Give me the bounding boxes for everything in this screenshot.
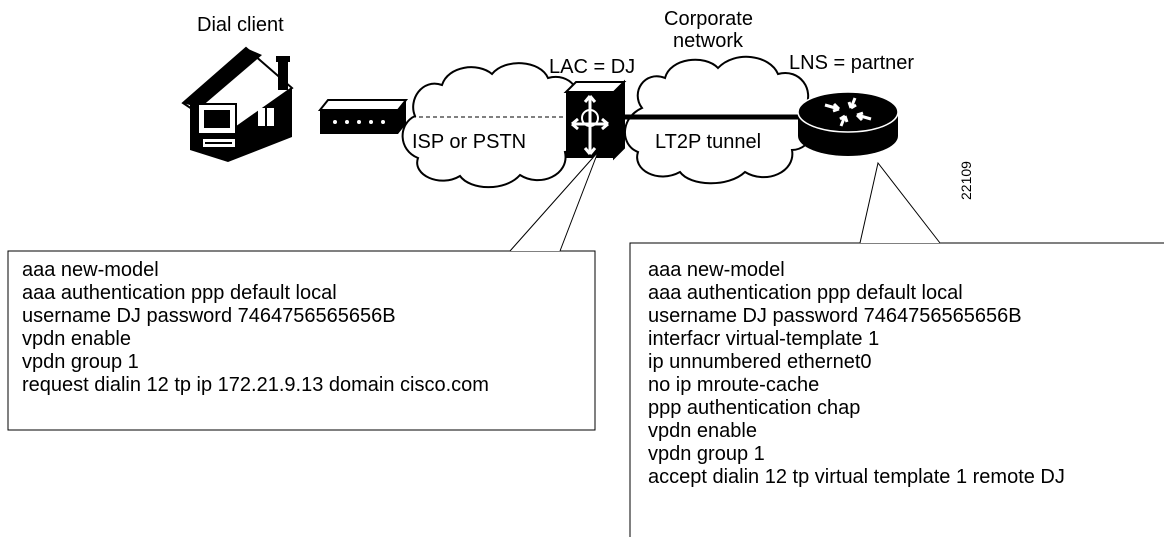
- lns-config-line: accept dialin 12 tp virtual template 1 r…: [648, 466, 1065, 488]
- lns-config-line: aaa authentication ppp default local: [648, 282, 963, 304]
- lac-switch-icon: [563, 79, 627, 161]
- lns-config-line: ppp authentication chap: [648, 397, 861, 419]
- lac-config-line: vpdn enable: [22, 328, 131, 350]
- lns-config-line: vpdn group 1: [648, 443, 765, 465]
- corporate-cloud: [624, 55, 815, 185]
- lns-router-icon: [797, 91, 899, 156]
- modem-icon: [317, 99, 409, 134]
- house-icon: [181, 46, 294, 162]
- corporate-line1: Corporate: [664, 8, 753, 30]
- lac-config-line: aaa authentication ppp default local: [22, 282, 337, 304]
- tunnel-cloud-label: LT2P tunnel: [655, 131, 762, 153]
- lns-config-line: aaa new-model: [648, 259, 785, 281]
- lns-config-line: vpdn enable: [648, 420, 757, 442]
- lac-callout: [509, 151, 599, 252]
- lac-config-line: aaa new-model: [22, 259, 159, 281]
- lns-config-text: aaa new-model aaa authentication ppp def…: [648, 259, 1065, 489]
- lac-config-text: aaa new-model aaa authentication ppp def…: [22, 259, 489, 397]
- lns-config-line: username DJ password 7464756565656B: [648, 305, 1022, 327]
- isp-cloud-label: ISP or PSTN: [412, 131, 527, 153]
- lns-config-line: no ip mroute-cache: [648, 374, 820, 396]
- lns-callout: [859, 161, 941, 244]
- corporate-network-label: Corporate network: [664, 8, 753, 52]
- lac-config-line: username DJ password 7464756565656B: [22, 305, 396, 327]
- corporate-line2: network: [672, 30, 744, 52]
- lac-config-box: [7, 250, 596, 431]
- isp-cloud: [401, 62, 586, 189]
- lns-config-line: interfacr virtual-template 1: [648, 328, 880, 350]
- dial-client-label: Dial client: [197, 14, 284, 36]
- lac-config-line: vpdn group 1: [22, 351, 139, 373]
- lac-label: LAC = DJ: [549, 56, 636, 78]
- lns-label: LNS = partner: [789, 52, 915, 74]
- lac-config-line: request dialin 12 tp ip 172.21.9.13 doma…: [22, 374, 489, 396]
- figure-id: 22109: [958, 161, 974, 200]
- lns-config-line: ip unnumbered ethernet0: [648, 351, 872, 373]
